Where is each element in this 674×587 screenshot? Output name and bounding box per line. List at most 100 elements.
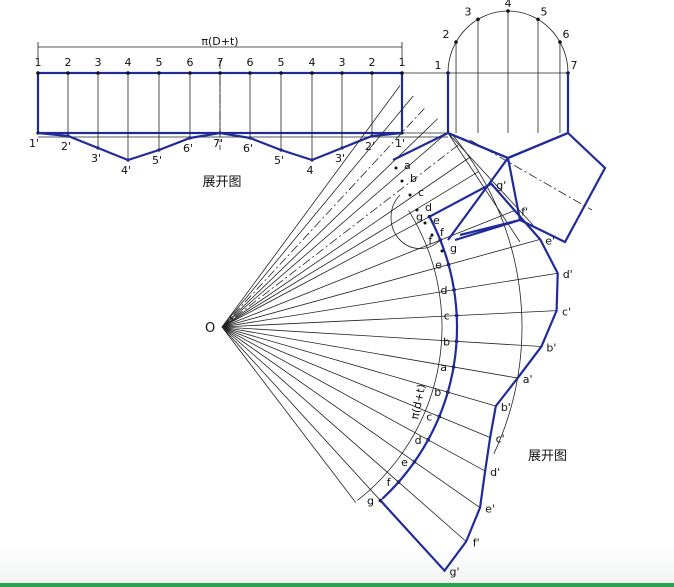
fan-upper-ray [221, 118, 439, 328]
semicircle-label: 3 [465, 5, 472, 18]
fan-inner-label: f [428, 234, 433, 247]
semicircle-point [454, 40, 458, 44]
fan-upper-ray [221, 171, 479, 328]
small-arc-label: c [418, 186, 424, 199]
fan-caption: 展开图 [528, 449, 567, 464]
small-arc-point [423, 221, 427, 225]
segment-edge-1 [447, 132, 534, 226]
fan-ray [221, 326, 467, 542]
fan-ray [221, 238, 541, 328]
grid-point [340, 71, 344, 75]
fan-ray [221, 326, 496, 407]
grid-point [157, 71, 161, 75]
grid-point [36, 71, 40, 75]
fan-inner-label: g [416, 211, 423, 224]
semicircle-label: 4 [505, 0, 512, 10]
strip-bottom-label: 4 [307, 164, 314, 177]
small-arc-label: g [450, 242, 457, 255]
grid-point [370, 71, 374, 75]
strip-top-label: 4 [309, 56, 316, 69]
grid-point [126, 71, 130, 75]
small-arc-label: e [433, 214, 440, 227]
strip-bottom-label: 6' [243, 142, 253, 155]
grid-point [96, 71, 100, 75]
grid-point [400, 71, 404, 75]
strip-top-label: 6 [187, 56, 194, 69]
strip-top-label: 3 [339, 56, 346, 69]
strip-top-label: 7 [217, 56, 224, 69]
semicircle-label: 7 [571, 59, 578, 72]
fan-inner-label: a [440, 361, 447, 374]
fan-ray [221, 326, 481, 509]
fan-ray [221, 272, 558, 328]
strip-top-label: 4 [125, 56, 132, 69]
grid-point [66, 71, 70, 75]
fan-inner-label: d [415, 434, 422, 447]
fan-inner-label: c [444, 310, 450, 323]
strip-top-label: 5 [156, 56, 163, 69]
fan-inner-label: f [387, 476, 392, 489]
fan-inner-label: b [434, 386, 441, 399]
small-arc-point [394, 166, 398, 170]
center-label: O [205, 321, 215, 336]
semicircle-label: 6 [562, 28, 569, 41]
strip-curve [37, 131, 403, 162]
grid-point [218, 71, 222, 75]
fan-outer-label: g' [496, 179, 506, 192]
upper-bend-contour [392, 131, 521, 242]
strip-top-label: 5 [278, 56, 285, 69]
fan-inner-label: b [443, 335, 450, 348]
strip-bottom-label: 3' [91, 152, 101, 165]
semicircle-point [536, 17, 540, 22]
small-arc-point [430, 233, 434, 237]
semicircle-label: 1 [435, 59, 442, 72]
strip-top-label: 2 [369, 56, 376, 69]
bottom-band [0, 545, 674, 587]
small-arc-point [400, 179, 404, 183]
strip-bottom-label: 1' [395, 137, 405, 150]
small-arc-label: b [410, 172, 417, 185]
strip-top-label: 1 [399, 56, 406, 69]
small-arc [390, 194, 441, 249]
strip-bottom-label: 1' [29, 137, 39, 150]
semicircle-point [506, 9, 510, 13]
dimension-formula: π(D+t) [201, 35, 238, 48]
grid-point [248, 71, 252, 75]
strip-bottom-label: 4' [121, 164, 131, 177]
fan-outer-label: e' [545, 234, 555, 247]
strip-top-label: 2 [65, 56, 72, 69]
small-arc-label: d [425, 201, 432, 214]
small-arc-point [415, 208, 419, 212]
fan-upper-ray [221, 85, 401, 328]
small-arc-label: f [440, 226, 445, 239]
fan-inner-label: e [435, 259, 442, 272]
grid-point [279, 71, 283, 75]
strip-bottom-label: 2' [61, 140, 71, 153]
fan-outer-label: e' [485, 503, 495, 516]
fan-inner-label: d [441, 284, 448, 297]
fan-upper-ray [221, 95, 414, 328]
fan-ray [221, 310, 557, 328]
strip-bottom-label: 5' [152, 154, 162, 167]
fan-outer-label: f' [521, 206, 528, 219]
fan-inner-label: g [367, 495, 374, 508]
fan-outer-label: g' [450, 566, 460, 579]
fan-ray [221, 326, 491, 438]
fan-inner-label: c [426, 411, 432, 424]
fan-outer-label: c' [496, 433, 505, 446]
small-arc-label: a [404, 159, 411, 172]
small-arc-point [408, 193, 412, 197]
pentagon-segment [506, 131, 607, 244]
fan-outer-labels: g'f'e'd'c'b'a'b'c'd'e'f'g' [450, 179, 573, 579]
fan-ray [221, 326, 486, 472]
small-arc-point [440, 249, 444, 253]
fan-ray [221, 326, 542, 347]
semicircle-point [558, 40, 562, 44]
